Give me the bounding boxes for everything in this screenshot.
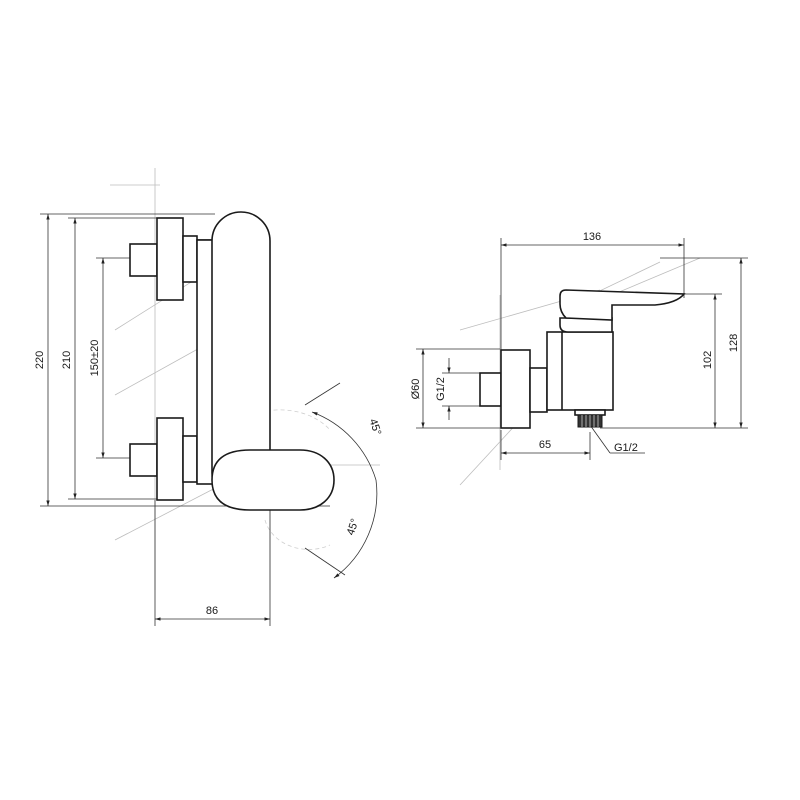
- dim-d60: Ø60: [410, 348, 500, 429]
- dim-g12-inlet-label: G1/2: [435, 377, 447, 401]
- dim-150-label: 150±20: [89, 340, 101, 377]
- side-view: 136 128 102 Ø60 G1/2: [410, 231, 748, 486]
- dim-g12-inlet: G1/2: [435, 358, 480, 420]
- angle-arcs: 45° 45°: [304, 382, 384, 579]
- dim-65: 65: [500, 430, 591, 460]
- angle-upper-label: 45°: [367, 417, 384, 437]
- lower-inlet: [129, 417, 198, 501]
- dim-65-label: 65: [539, 439, 551, 451]
- upper-inlet: [129, 217, 214, 301]
- lever: [211, 449, 335, 511]
- dim-128: 128: [600, 257, 748, 429]
- dim-g12-outlet: G1/2: [589, 424, 645, 454]
- dim-86: 86: [154, 500, 271, 626]
- angle-lower-label: 45°: [345, 517, 362, 537]
- side-inlet: [479, 349, 548, 429]
- dim-210: 210: [61, 217, 160, 500]
- dim-102-label: 102: [702, 351, 714, 369]
- dim-102: 102: [684, 293, 722, 428]
- side-body: [546, 317, 614, 411]
- dim-86-label: 86: [206, 605, 218, 617]
- dim-150: 150±20: [89, 257, 130, 459]
- dim-d60-label: Ø60: [410, 379, 422, 400]
- front-view: 220 210 150±20 86: [34, 168, 383, 626]
- dim-136-label: 136: [583, 231, 601, 243]
- side-lever: [559, 289, 686, 321]
- dim-128-label: 128: [728, 334, 740, 352]
- side-outlet: [574, 409, 606, 428]
- dim-220-label: 220: [34, 351, 46, 369]
- dim-136: 136: [500, 231, 685, 350]
- dim-g12-outlet-label: G1/2: [614, 442, 638, 454]
- dim-210-label: 210: [61, 351, 73, 369]
